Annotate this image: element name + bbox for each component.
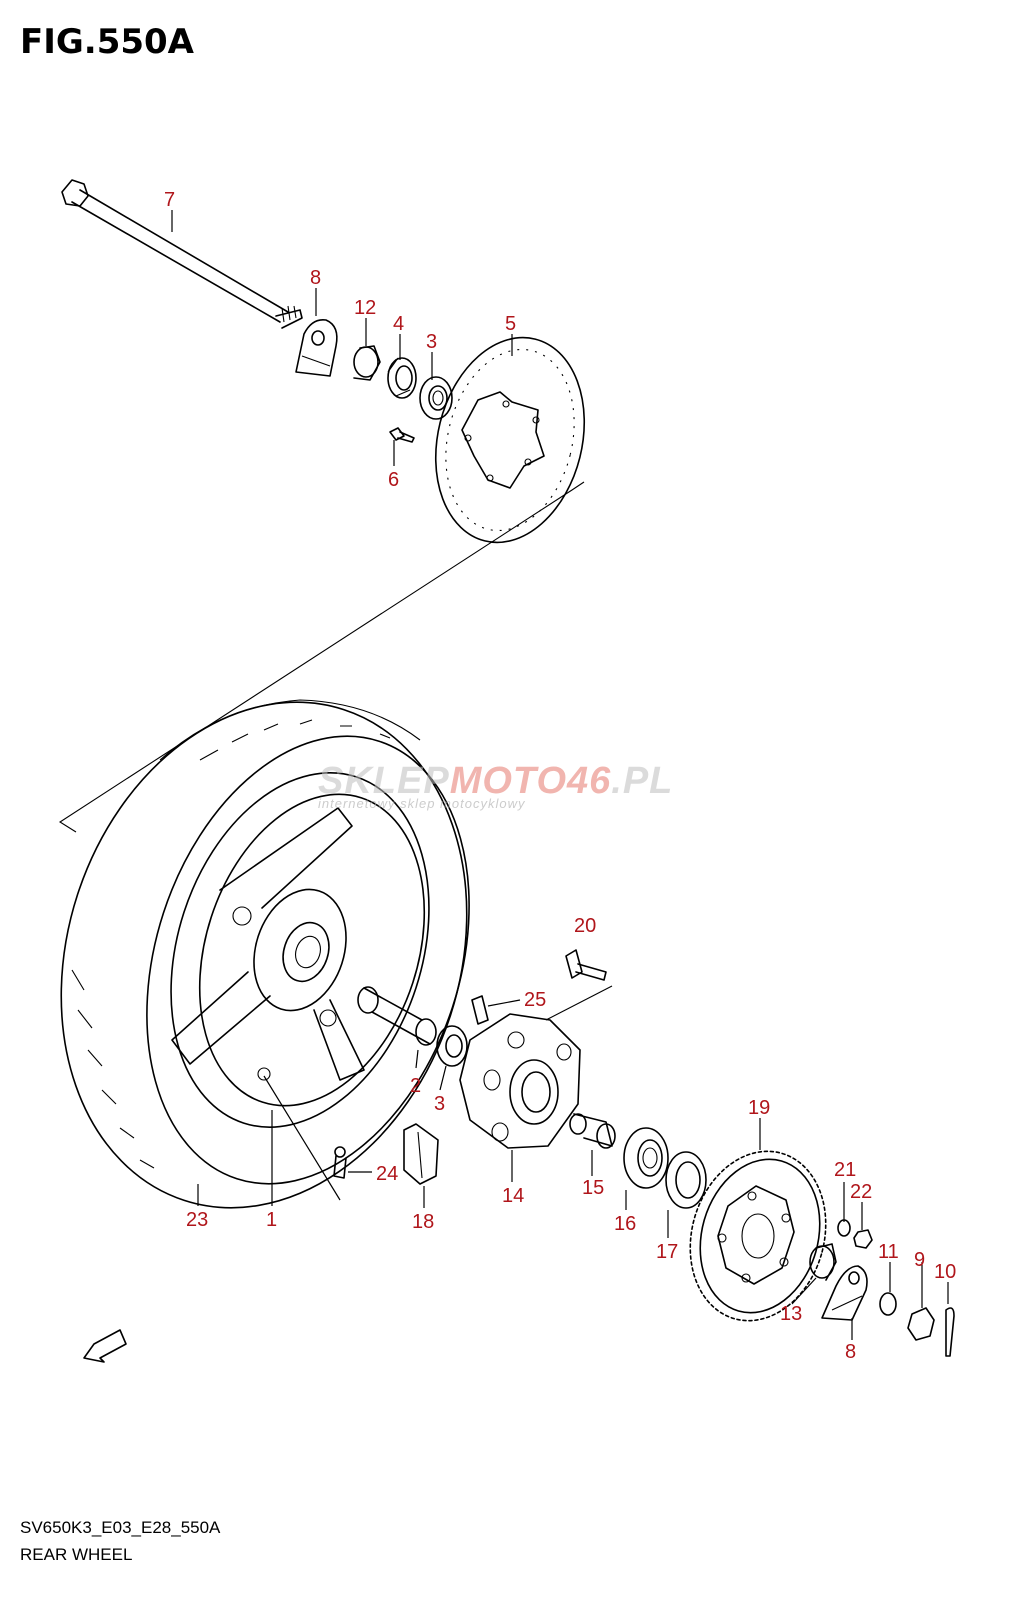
callout-18: 18 bbox=[412, 1211, 434, 1233]
watermark-part-4: .PL bbox=[611, 760, 674, 802]
stud-reference-line bbox=[545, 985, 613, 1021]
callout-15: 15 bbox=[582, 1177, 604, 1199]
callout-24: 24 bbox=[376, 1163, 398, 1185]
callout-1: 1 bbox=[266, 1209, 277, 1231]
watermark-part-3: 46 bbox=[567, 760, 612, 802]
spacer-part bbox=[353, 345, 381, 381]
callout-21: 21 bbox=[834, 1159, 856, 1181]
watermark-logo: SKLEPMOTO46.PL bbox=[318, 760, 673, 803]
drum-bearing-part bbox=[623, 1127, 669, 1189]
drum-seal-part bbox=[665, 1151, 707, 1209]
collar-part bbox=[809, 1243, 837, 1281]
chain-adjuster-part bbox=[821, 1265, 868, 1321]
callout-11: 11 bbox=[878, 1241, 899, 1263]
oil-seal-part bbox=[387, 357, 417, 399]
stud-bolt-part bbox=[565, 949, 607, 981]
figure-code: SV650K3_E03_E28_550A bbox=[20, 1518, 221, 1537]
figure-title: FIG.550A bbox=[20, 22, 194, 62]
forward-direction-marker: FWD bbox=[83, 1329, 127, 1363]
watermark-part-2: MOTO bbox=[449, 760, 567, 802]
cushion-part bbox=[471, 995, 489, 1025]
callout-20: 20 bbox=[574, 915, 596, 937]
assembly-reference-line bbox=[58, 481, 585, 833]
damper-part bbox=[403, 1123, 439, 1185]
tire-part bbox=[60, 699, 470, 1209]
cotter-pin-part bbox=[945, 1307, 955, 1357]
wheel-rim-part bbox=[170, 772, 430, 1128]
callout-5: 5 bbox=[505, 313, 516, 335]
callout-17: 17 bbox=[656, 1241, 678, 1263]
callout-6: 6 bbox=[388, 469, 399, 491]
valve-part bbox=[333, 1146, 347, 1179]
washer-part bbox=[837, 1219, 851, 1237]
caliper-bracket-part bbox=[295, 318, 338, 377]
center-spacer-part bbox=[357, 986, 437, 1046]
bearing-part bbox=[419, 376, 453, 420]
watermark-part-1: SKLEP bbox=[318, 760, 450, 802]
sprocket-drum-part bbox=[459, 1013, 581, 1149]
leader-lines bbox=[171, 210, 949, 1340]
hub-bearing-part bbox=[436, 1025, 468, 1067]
callout-13: 13 bbox=[780, 1303, 802, 1325]
callout-2: 2 bbox=[410, 1075, 421, 1097]
watermark-tagline: internetowy sklep motocyklowy bbox=[318, 796, 526, 811]
figure-name: REAR WHEEL bbox=[20, 1545, 133, 1564]
axle-washer-part bbox=[879, 1292, 897, 1316]
callout-14: 14 bbox=[502, 1185, 524, 1207]
callout-labels: 7 8 12 4 3 5 6 20 25 2 3 24 14 15 19 21 … bbox=[164, 189, 956, 1363]
callout-19: 19 bbox=[748, 1097, 770, 1119]
callout-23: 23 bbox=[186, 1209, 208, 1231]
drum-spacer-part bbox=[569, 1113, 616, 1149]
callout-3: 3 bbox=[426, 331, 437, 353]
callout-25: 25 bbox=[524, 989, 546, 1011]
sprocket-nut-part bbox=[853, 1229, 873, 1249]
callout-16: 16 bbox=[614, 1213, 636, 1235]
brake-disc-part bbox=[434, 336, 586, 544]
callout-7: 7 bbox=[164, 189, 175, 211]
callout-22: 22 bbox=[850, 1181, 872, 1203]
callout-9: 9 bbox=[914, 1249, 925, 1271]
disc-bolt-part bbox=[389, 427, 415, 443]
callout-4: 4 bbox=[393, 313, 404, 335]
callout-10: 10 bbox=[934, 1261, 956, 1283]
axle-part bbox=[61, 179, 303, 329]
rear-sprocket-part bbox=[689, 1150, 827, 1322]
callout-3-lower: 3 bbox=[434, 1093, 445, 1115]
callout-8: 8 bbox=[310, 267, 321, 289]
forward-label: FWD bbox=[94, 1334, 119, 1354]
axle-nut-part bbox=[907, 1307, 935, 1341]
callout-12: 12 bbox=[354, 297, 376, 319]
callout-8-lower: 8 bbox=[845, 1341, 856, 1363]
